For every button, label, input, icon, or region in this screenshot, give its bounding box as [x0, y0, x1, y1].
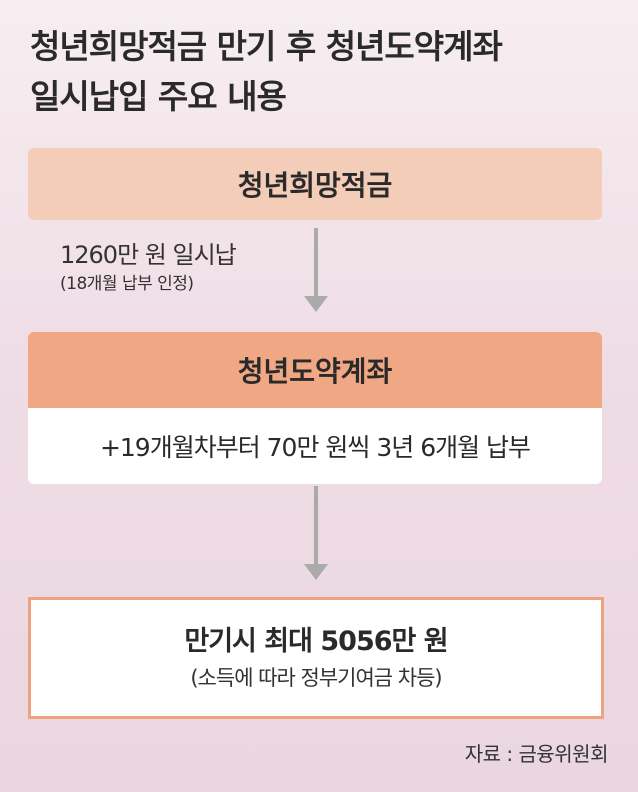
diagram-title: 청년희망적금 만기 후 청년도약계좌 일시납입 주요 내용 — [30, 22, 610, 122]
maturity-max-amount: 만기시 최대 5056만 원 — [184, 626, 448, 657]
down-arrow-icon — [304, 486, 328, 580]
youth-leap-account-label: 청년도약계좌 — [237, 355, 393, 388]
title-line-2: 일시납입 주요 내용 — [30, 77, 287, 116]
maturity-note: (소득에 따라 정부기여금 차등) — [190, 666, 442, 690]
youth-leap-account-body: +19개월차부터 70만 원씩 3년 6개월 납부 — [28, 408, 602, 484]
monthly-payment-text: +19개월차부터 70만 원씩 3년 6개월 납부 — [99, 433, 531, 462]
lump-sum-note: 1260만 원 일시납 (18개월 납부 인정) — [60, 238, 237, 296]
down-arrow-icon — [304, 228, 328, 312]
youth-leap-account-header: 청년도약계좌 — [28, 332, 602, 408]
youth-hope-savings-box: 청년희망적금 — [28, 148, 602, 220]
title-line-1: 청년희망적금 만기 후 청년도약계좌 — [30, 27, 503, 66]
youth-leap-account-box: 청년도약계좌 +19개월차부터 70만 원씩 3년 6개월 납부 — [28, 332, 602, 484]
maturity-result-box: 만기시 최대 5056만 원 (소득에 따라 정부기여금 차등) — [28, 597, 604, 719]
youth-hope-savings-label: 청년희망적금 — [237, 169, 393, 202]
lump-sum-recognition: (18개월 납부 인정) — [60, 274, 194, 294]
source-credit: 자료 : 금융위원회 — [464, 742, 609, 766]
lump-sum-amount: 1260만 원 일시납 — [60, 241, 237, 269]
